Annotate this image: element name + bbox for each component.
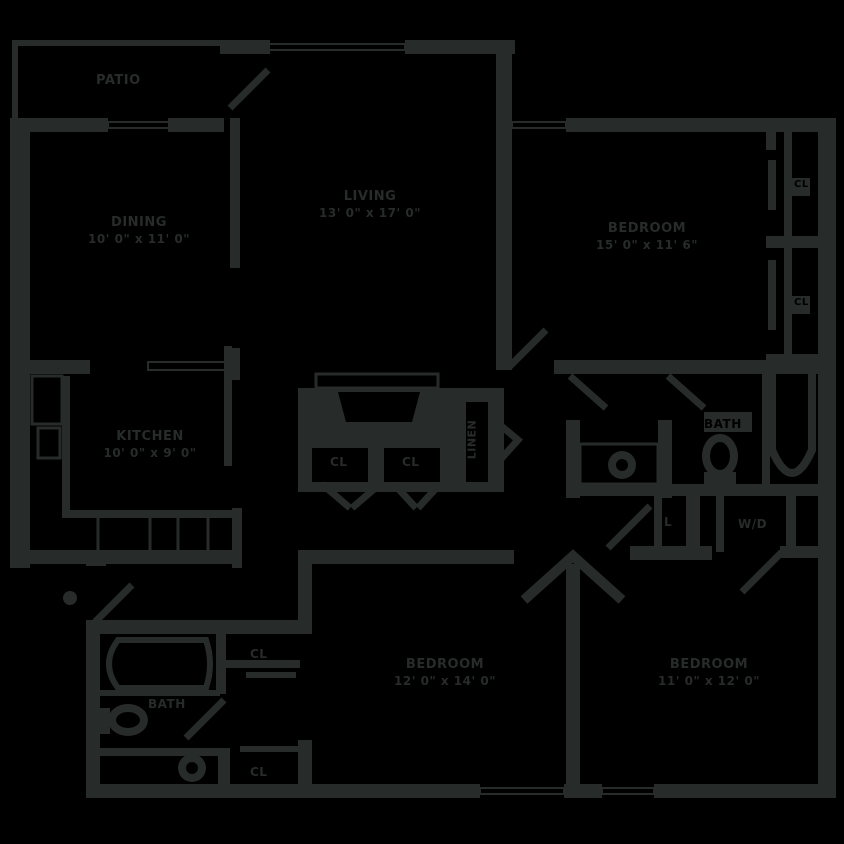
room-name: LIVING (343, 189, 397, 204)
room-dimensions: 10' 0" x 9' 0" (103, 446, 197, 460)
label-closet-right-bottom: CL (794, 297, 809, 308)
room-label-bedroom-3: BEDROOM 11' 0" x 12' 0" (652, 658, 766, 687)
room-dimensions: 13' 0" x 17' 0" (319, 206, 421, 220)
room-label-living: LIVING 13' 0" x 17' 0" (318, 190, 422, 219)
room-name: BEDROOM (669, 657, 749, 672)
room-dimensions: 11' 0" x 12' 0" (658, 674, 760, 688)
room-name: KITCHEN (116, 429, 184, 444)
label-closet-bath-top: CL (250, 647, 268, 661)
room-name: DINING (111, 215, 167, 230)
room-label-dining: DINING 10' 0" x 11' 0" (74, 216, 204, 245)
room-label-bedroom-2: BEDROOM 12' 0" x 14' 0" (388, 658, 502, 687)
label-linen-l: L (664, 515, 673, 529)
label-closet-bath-bottom: CL (250, 765, 268, 779)
label-closet-right-top: CL (794, 179, 809, 190)
room-label-patio: PATIO (96, 74, 141, 87)
room-label-kitchen: KITCHEN 10' 0" x 9' 0" (100, 430, 200, 459)
room-dimensions: 15' 0" x 11' 6" (596, 238, 698, 252)
room-name: BEDROOM (405, 657, 485, 672)
label-bath-left: BATH (148, 697, 186, 711)
label-wd: W/D (738, 517, 768, 531)
label-closet-living-2: CL (402, 455, 420, 469)
label-bath-right: BATH (704, 417, 742, 431)
label-linen-vertical: LINEN (465, 419, 479, 460)
label-closet-living-1: CL (330, 455, 348, 469)
room-dimensions: 12' 0" x 14' 0" (394, 674, 496, 688)
room-label-bedroom-1: BEDROOM 15' 0" x 11' 6" (592, 222, 702, 251)
room-name: BEDROOM (607, 221, 687, 236)
room-name: PATIO (96, 73, 141, 88)
room-dimensions: 10' 0" x 11' 0" (88, 232, 190, 246)
